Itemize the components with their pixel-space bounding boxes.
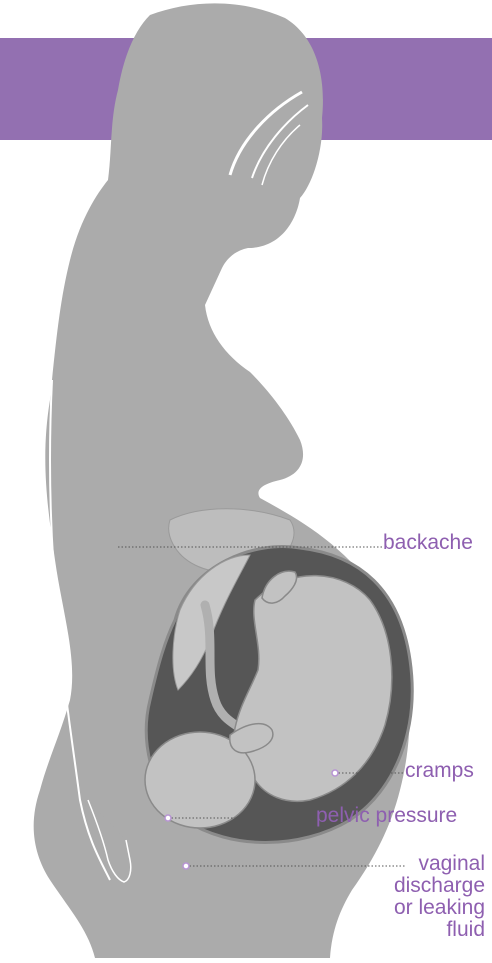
label-pelvic-pressure: pelvic pressure: [316, 805, 457, 827]
label-backache: backache: [383, 532, 473, 554]
marker-dot-vaginal-discharge: [183, 863, 189, 869]
marker-dot-pelvic-pressure: [165, 815, 171, 821]
label-vaginal-discharge: vaginal discharge or leaking fluid: [394, 853, 485, 941]
label-cramps: cramps: [405, 760, 474, 782]
marker-dot-cramps: [332, 770, 338, 776]
